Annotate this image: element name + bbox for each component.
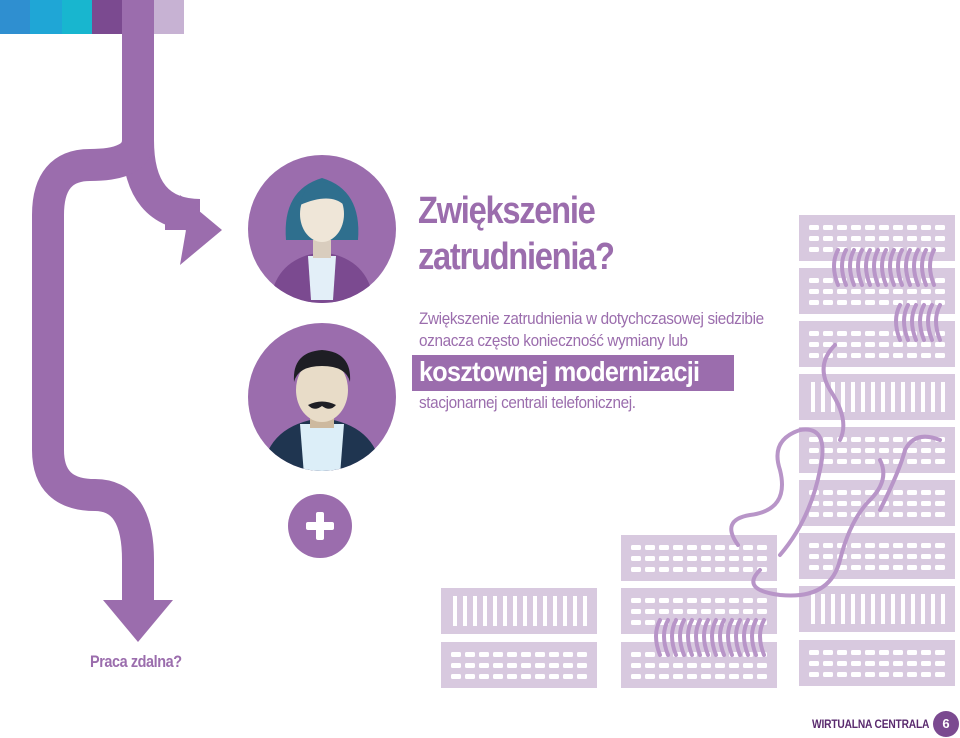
- stripe-cyan: [30, 0, 62, 34]
- stripe-blue: [0, 0, 30, 34]
- body-text-line-2: oznacza często konieczność wymiany lub: [419, 331, 688, 350]
- remote-work-label: Praca zdalna?: [90, 652, 182, 671]
- highlight-box: [412, 355, 734, 391]
- man-avatar-icon: [248, 323, 396, 471]
- footer-brand: WIRTUALNA CENTRALA: [812, 717, 930, 731]
- stripe-dark-purple: [92, 0, 122, 34]
- highlight-text: kosztownej modernizacji: [419, 356, 700, 387]
- body-text-line-3: stacjonarnej centrali telefonicznej.: [419, 393, 636, 412]
- stripe-teal: [62, 0, 92, 34]
- cable-icon: [654, 248, 942, 657]
- page-number-badge: 6: [933, 711, 959, 737]
- flow-arrow-path: [32, 0, 201, 615]
- arrow-down-icon: [103, 600, 173, 642]
- page-title-line-2: zatrudnienia?: [418, 236, 615, 278]
- woman-avatar-icon: [248, 155, 396, 303]
- stripe-light-purple: [154, 0, 184, 34]
- body-text-line-1: Zwiększenie zatrudnienia w dotychczasowe…: [419, 309, 764, 328]
- page-title-line-1: Zwiększenie: [418, 190, 596, 232]
- plus-icon: [288, 494, 352, 558]
